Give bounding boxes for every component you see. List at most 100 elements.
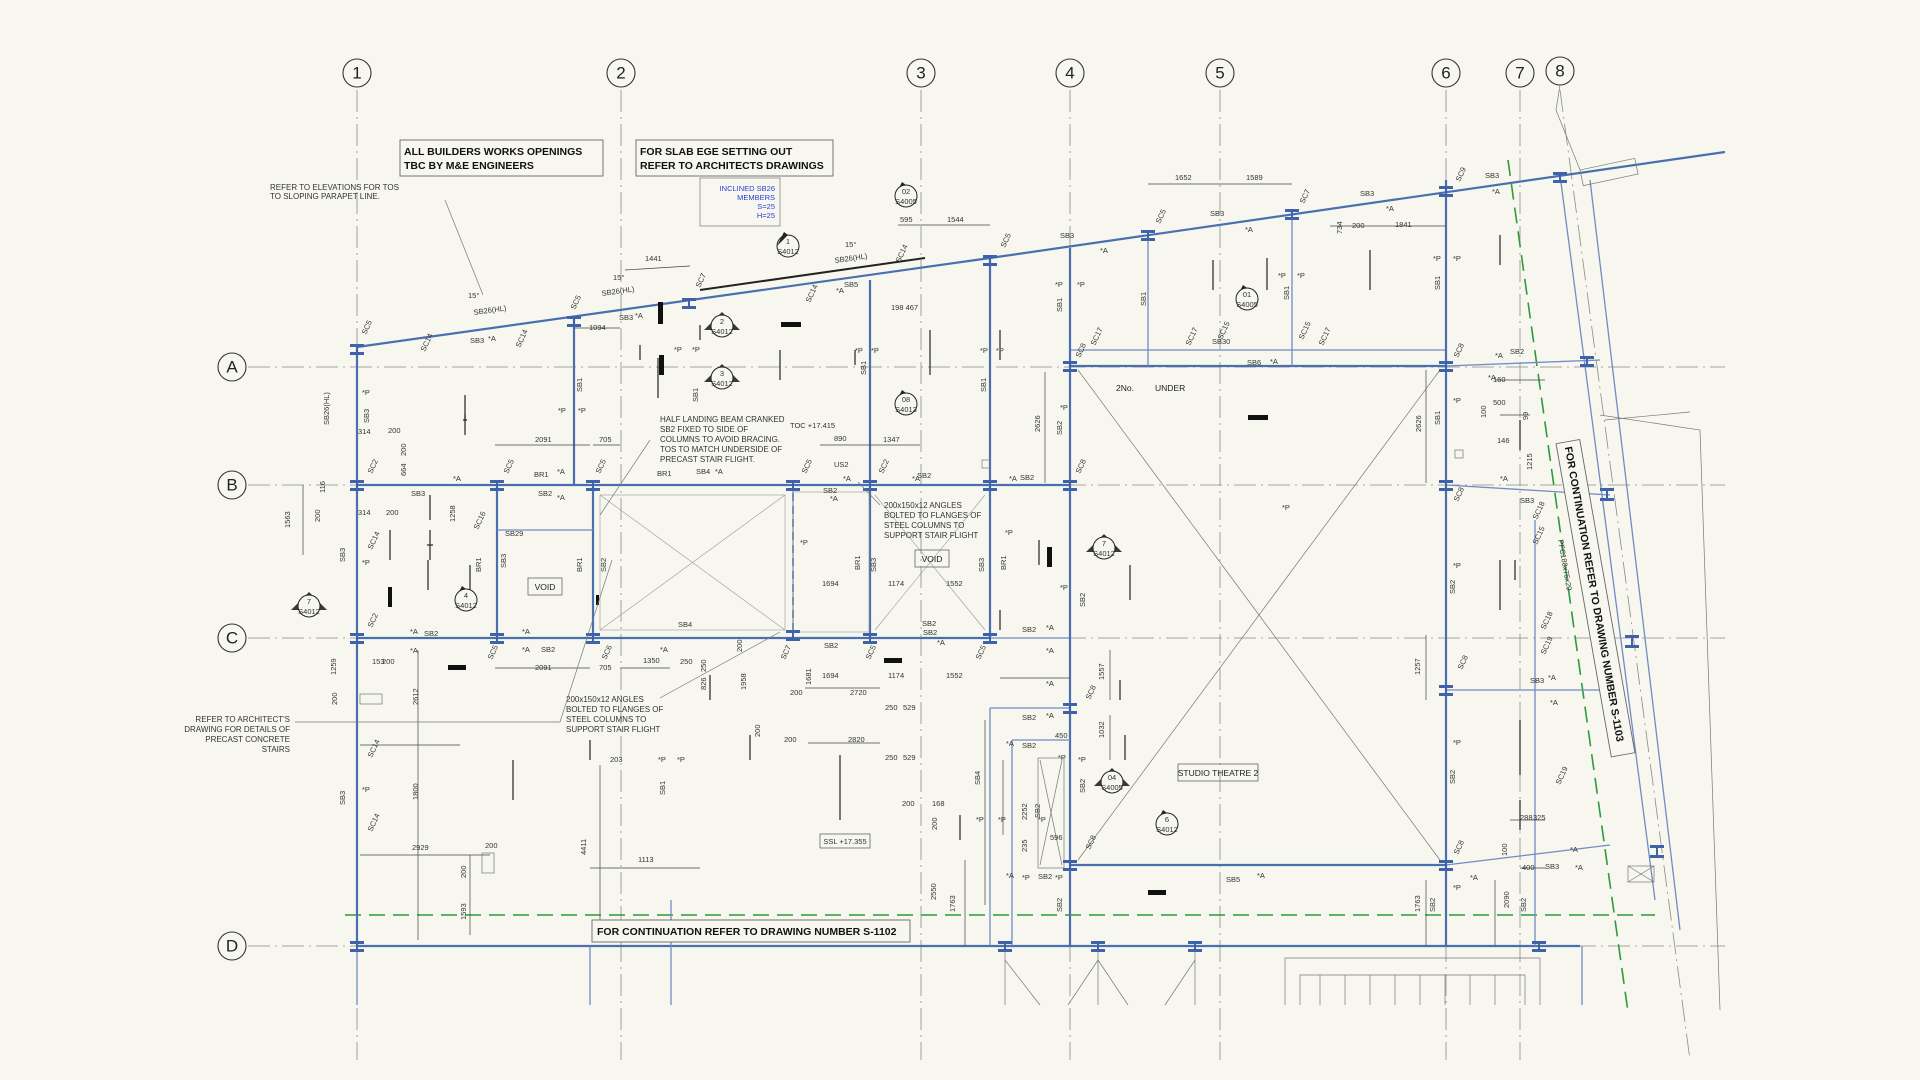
svg-text:1094: 1094 [589,323,606,332]
svg-text:BR1: BR1 [474,557,483,572]
under-label: UNDER [1155,383,1185,393]
stair-flights [599,491,986,633]
svg-text:*P: *P [362,785,370,794]
svg-text:200: 200 [388,426,401,435]
svg-text:SC8: SC8 [1452,486,1466,503]
svg-text:1259: 1259 [329,658,338,675]
svg-text:250: 250 [885,753,898,762]
svg-text:SB2: SB2 [1078,593,1087,607]
svg-text:*P: *P [1453,738,1461,747]
svg-text:SB2: SB2 [823,486,837,495]
svg-text:198 467: 198 467 [891,303,918,312]
note-builders-works: ALL BUILDERS WORKS OPENINGS TBC BY M&E E… [399,139,604,177]
svg-text:*P: *P [1433,254,1441,263]
svg-text:SB2: SB2 [1055,421,1064,435]
note-half-landing: HALF LANDING BEAM CRANKED SB2 FIXED TO S… [599,415,785,516]
svg-text:1441: 1441 [645,254,662,263]
svg-text:2090: 2090 [1502,891,1511,908]
svg-text:*P: *P [1022,873,1030,882]
note-slab-edge: FOR SLAB EGE SETTING OUT REFER TO ARCHIT… [635,139,834,177]
svg-text:*A: *A [1495,351,1503,360]
svg-text:SB1: SB1 [1433,411,1442,425]
svg-text:SC14: SC14 [366,812,382,833]
svg-text:TO SLOPING PARAPET LINE.: TO SLOPING PARAPET LINE. [270,192,380,201]
svg-text:200: 200 [753,724,762,737]
svg-text:5: 5 [1215,64,1224,83]
svg-text:1350: 1350 [643,656,660,665]
svg-text:SC8: SC8 [1456,654,1470,671]
svg-text:*P: *P [1055,873,1063,882]
svg-text:1763: 1763 [948,895,957,912]
svg-text:SB3: SB3 [470,336,484,345]
svg-text:BR1: BR1 [575,557,584,572]
svg-text:*P: *P [692,345,700,354]
svg-text:SB1: SB1 [1055,298,1064,312]
svg-text:PRECAST CONCRETE: PRECAST CONCRETE [205,735,290,744]
svg-text:SB4: SB4 [678,620,692,629]
svg-text:SB2: SB2 [541,645,555,654]
svg-text:*A: *A [1245,225,1253,234]
svg-text:*A: *A [1046,623,1054,632]
svg-text:*A: *A [1257,871,1265,880]
svg-text:FOR CONTINUATION REFER TO DRAW: FOR CONTINUATION REFER TO DRAWING NUMBER… [1562,446,1626,743]
svg-text:*P: *P [362,558,370,567]
svg-text:*P: *P [1077,280,1085,289]
svg-text:04: 04 [1108,773,1116,782]
svg-text:*A: *A [1006,739,1014,748]
svg-text:DRAWING FOR DETAILS OF: DRAWING FOR DETAILS OF [184,725,290,734]
grid-bubble-1: 1 [342,58,372,88]
svg-text:BR1: BR1 [657,469,672,478]
svg-text:1544: 1544 [947,215,964,224]
svg-text:SB3: SB3 [362,409,371,423]
svg-text:*A: *A [912,474,920,483]
svg-text:S4012: S4012 [1093,549,1115,558]
svg-text:SC14: SC14 [804,283,820,304]
svg-text:*A: *A [937,638,945,647]
svg-text:SB6: SB6 [1247,358,1261,367]
svg-text:SC19: SC19 [1554,765,1570,786]
svg-text:200: 200 [330,692,339,705]
svg-text:4411: 4411 [579,839,588,855]
svg-text:SC8: SC8 [1084,684,1098,701]
svg-text:SB5: SB5 [844,280,858,289]
svg-text:SC5: SC5 [502,458,516,475]
svg-text:705: 705 [599,663,612,672]
svg-text:SB2: SB2 [824,641,838,650]
svg-text:SB2: SB2 [1428,898,1437,912]
svg-text:SB29: SB29 [505,529,523,538]
svg-text:SC5: SC5 [360,319,374,336]
svg-text:SUPPORT STAIR FLIGHT: SUPPORT STAIR FLIGHT [566,725,660,734]
svg-text:D: D [226,937,238,956]
svg-text:SB2: SB2 [1448,580,1457,594]
svg-text:01: 01 [1243,290,1251,299]
svg-text:1552: 1552 [946,671,963,680]
svg-text:*A: *A [557,493,565,502]
svg-text:US2: US2 [834,460,849,469]
svg-text:200: 200 [485,841,498,850]
svg-text:REFER TO ELEVATIONS FOR TOS: REFER TO ELEVATIONS FOR TOS [270,183,399,192]
svg-text:200: 200 [313,509,322,522]
svg-text:SB1: SB1 [658,781,667,795]
svg-text:2: 2 [720,317,724,326]
svg-text:*A: *A [1100,246,1108,255]
svg-text:SB1: SB1 [1139,292,1148,306]
svg-text:SB3: SB3 [1545,862,1559,871]
studio-theatre-area [1037,369,1441,869]
svg-text:99: 99 [1521,412,1530,420]
svg-text:200: 200 [382,657,395,666]
grid-bubble-3: 3 [906,58,936,88]
svg-text:200: 200 [386,508,399,517]
svg-text:SC6: SC6 [600,644,614,661]
svg-text:2091: 2091 [535,435,552,444]
svg-text:SB3: SB3 [338,791,347,805]
svg-text:INCLINED SB26: INCLINED SB26 [720,184,775,193]
misc-details [359,157,1721,1011]
grid-bubble-2: 2 [606,58,636,88]
svg-text:REFER TO ARCHITECTS DRAWINGS: REFER TO ARCHITECTS DRAWINGS [640,160,824,172]
svg-text:SC7: SC7 [694,272,708,289]
svg-text:SC5: SC5 [864,644,878,661]
svg-text:SB2: SB2 [1448,770,1457,784]
svg-text:*A: *A [1575,863,1583,872]
svg-text:STEEL COLUMNS TO: STEEL COLUMNS TO [566,715,646,724]
